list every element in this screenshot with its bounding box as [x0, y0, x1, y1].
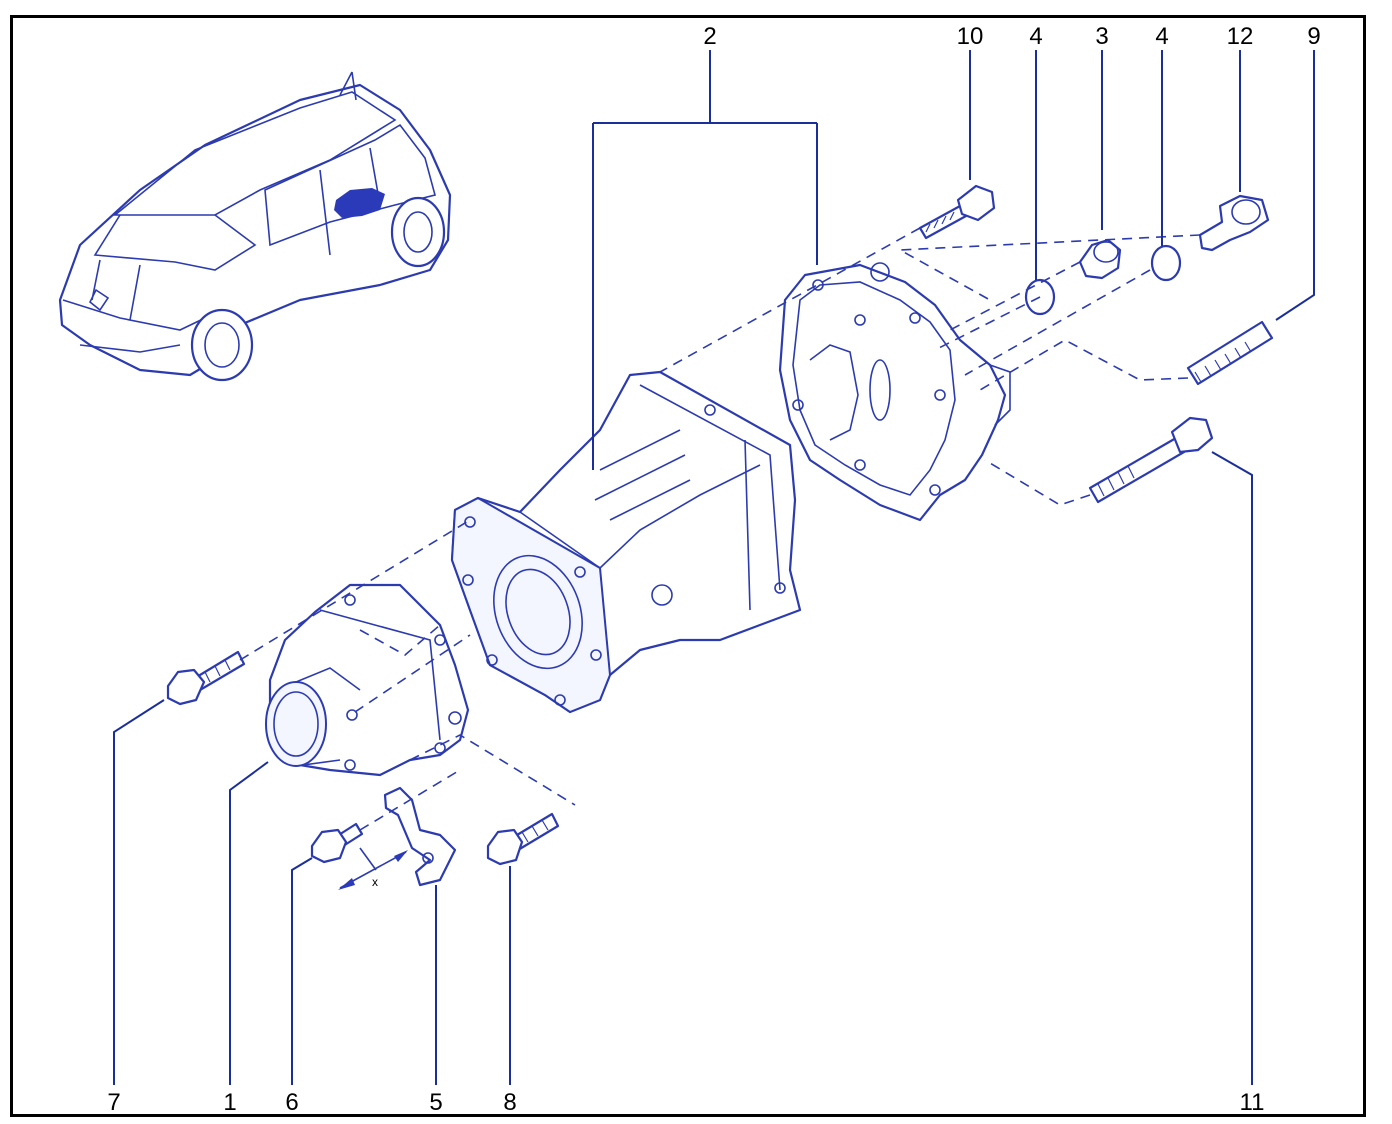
callout-8: 8 [503, 1089, 516, 1116]
vehicle-locator-icon [58, 71, 452, 382]
callout-3: 3 [1095, 23, 1108, 50]
callout-9: 9 [1307, 23, 1320, 50]
bolt-icon [918, 184, 996, 240]
stud-icon [1186, 320, 1274, 386]
callout-1: 1 [223, 1089, 236, 1116]
assembly-lines [239, 227, 1201, 831]
callout-10: 10 [957, 23, 984, 50]
callout-5: 5 [429, 1089, 442, 1116]
plug-icon [1198, 194, 1270, 252]
callout-11: 11 [1240, 1089, 1265, 1116]
front-cover-icon [265, 583, 470, 777]
bolt-icon [1088, 416, 1214, 504]
bracket-icon [383, 786, 457, 887]
leader-lines [113, 50, 1315, 1085]
callout-7: 7 [107, 1089, 120, 1116]
callout-4-left: 4 [1029, 23, 1042, 50]
rear-cover-icon [778, 262, 1011, 522]
bolt-icon [166, 650, 246, 706]
diagram-frame [10, 15, 1366, 1117]
bolt-icon [310, 822, 364, 864]
dimension-label: x [372, 875, 378, 889]
callout-2: 2 [703, 23, 716, 50]
callout-6: 6 [285, 1089, 298, 1116]
callout-4-right: 4 [1155, 23, 1168, 50]
dimension-x: x [338, 847, 408, 890]
callouts: 2 10 4 3 4 12 9 7 1 6 5 8 11 [107, 23, 1320, 1116]
seal-ring-icon [1150, 244, 1182, 282]
differential-housing-icon [450, 370, 802, 714]
plug-icon [1078, 238, 1122, 280]
bolt-icon [486, 812, 560, 866]
callout-12: 12 [1227, 23, 1254, 50]
